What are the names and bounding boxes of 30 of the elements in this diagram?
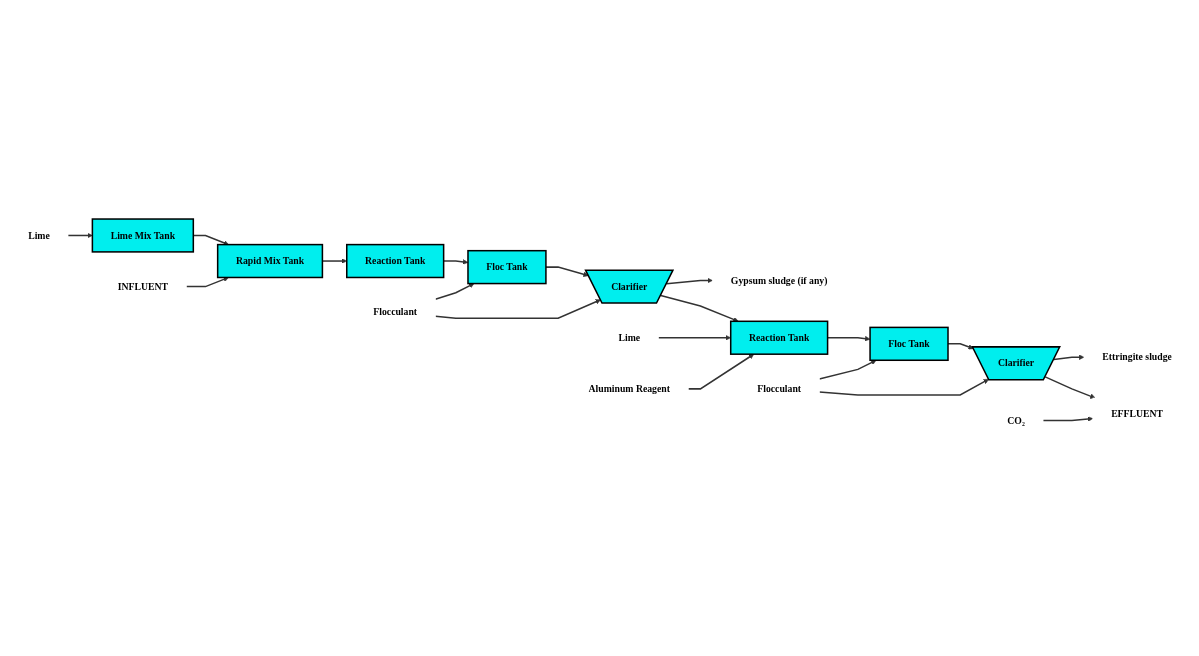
node-box: Lime Mix Tank — [91, 218, 194, 253]
node-box: Reaction Tank — [345, 243, 444, 279]
arrow — [818, 360, 876, 380]
arrow — [818, 379, 989, 396]
node-text: INFLUENT — [117, 281, 168, 292]
node-text: Aluminum Reagent — [588, 383, 670, 394]
arrow — [192, 234, 229, 246]
arrow — [659, 294, 738, 322]
arrow — [1041, 416, 1093, 422]
arrow — [665, 277, 713, 285]
node-box: Floc Tank — [466, 249, 547, 285]
node-box: Reaction Tank — [729, 320, 828, 355]
arrow — [434, 299, 601, 319]
node-text: Flocculant — [372, 306, 417, 318]
node-text: Flocculant — [756, 383, 801, 394]
arrow — [657, 335, 731, 341]
node-box: Floc Tank — [868, 326, 949, 361]
arrow — [434, 283, 474, 300]
node-text: Lime — [617, 332, 640, 343]
arrow — [1052, 354, 1084, 361]
node-text: EFFLUENT — [1110, 408, 1163, 420]
node-text: CO₂ — [1006, 415, 1025, 426]
arrow — [321, 258, 347, 264]
arrow — [1043, 376, 1095, 399]
node-text: Lime — [27, 229, 50, 241]
arrow — [686, 353, 754, 390]
node-box: Rapid Mix Tank — [216, 243, 323, 279]
node-text: Ettringite sludge — [1101, 351, 1172, 363]
node-text: Gypsum sludge (if any) — [730, 275, 827, 286]
arrow — [185, 276, 229, 288]
